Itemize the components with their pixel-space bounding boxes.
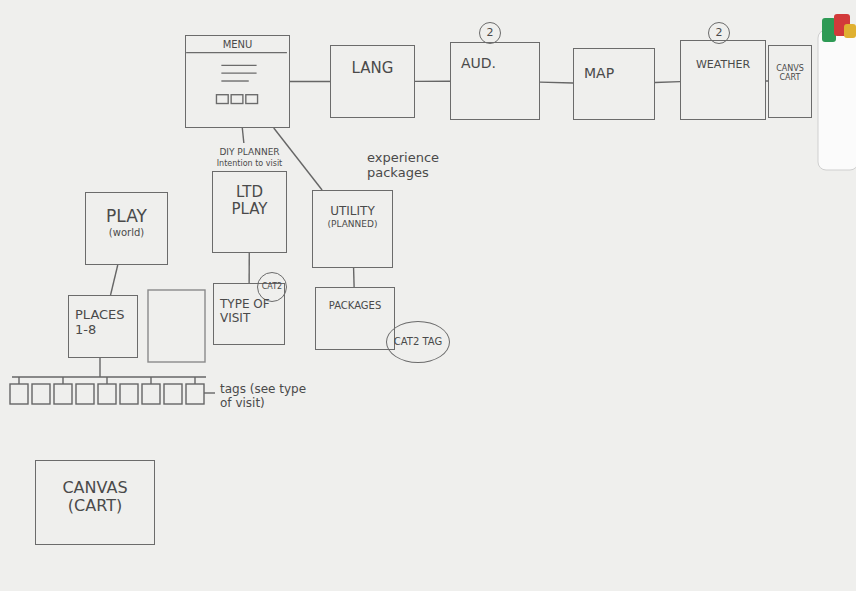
tag-boxes — [10, 358, 215, 404]
outside-note: experience packages — [367, 151, 487, 181]
screen-box: AUD. — [450, 42, 540, 120]
callout-number: 2 — [479, 22, 501, 44]
connector-line — [415, 80, 450, 82]
connector-line — [274, 128, 322, 190]
node-label: MENU — [188, 39, 287, 51]
node-label: 2 — [487, 27, 494, 40]
node-label: CAT2 — [262, 282, 282, 291]
packages-box: PACKAGES — [315, 287, 395, 350]
node-label: TYPE OF VISIT — [220, 298, 280, 326]
category-circle: CAT2 TAG — [386, 321, 450, 363]
screen-box: CANVS CART — [768, 45, 812, 118]
node-label: CANVAS (CART) — [40, 479, 150, 516]
utility-box: experience packagesUTILITY(PLANNED) — [312, 190, 393, 268]
planner-box: DIY PLANNER Intention to visitLTD PLAY — [212, 143, 287, 253]
play-box: PLAY(world) — [85, 192, 168, 265]
node-label: (PLANNED) — [315, 219, 390, 229]
node-label: WEATHER — [683, 59, 763, 72]
box-outline: LTD PLAY — [212, 171, 287, 253]
screen-box: MAP — [573, 48, 655, 120]
node-label: PLACES 1-8 — [75, 308, 135, 338]
connector-line — [111, 265, 118, 295]
node-label: PACKAGES — [318, 300, 392, 312]
connector-line — [242, 128, 244, 143]
connector-line — [540, 81, 573, 83]
node-label: UTILITY — [315, 205, 390, 219]
type-box: TYPE OF VISIT — [213, 283, 285, 345]
node-label: PLAY — [88, 207, 165, 227]
node-label: LTD PLAY — [217, 184, 282, 219]
screen-box: WEATHER — [680, 40, 766, 120]
connector-line — [290, 81, 330, 82]
connector-line — [248, 253, 250, 283]
heading-note: DIY PLANNER — [212, 147, 287, 157]
empty-box — [148, 290, 205, 362]
menu-box: MENU — [185, 35, 290, 128]
node-label: CAT2 TAG — [394, 336, 442, 348]
node-label: CANVS CART — [770, 64, 810, 82]
note-label: tags (see type of visit) — [220, 383, 315, 411]
node-label: LANG — [335, 60, 410, 77]
screen-box: LANG — [330, 45, 415, 118]
heading-note: experience packages — [367, 151, 487, 181]
connector-line — [353, 268, 355, 287]
node-label: MAP — [584, 65, 650, 81]
note-label: tags (see type of visit) — [220, 383, 315, 411]
marker-object — [818, 14, 856, 170]
places-box: PLACES 1-8 — [68, 295, 138, 358]
node-label: (world) — [88, 227, 165, 239]
cart-box: CANVAS (CART) — [35, 460, 155, 545]
node-label: 2 — [716, 27, 723, 40]
node-label: AUD. — [461, 55, 535, 71]
connector-line — [655, 81, 680, 83]
heading-note: Intention to visit — [212, 159, 287, 168]
